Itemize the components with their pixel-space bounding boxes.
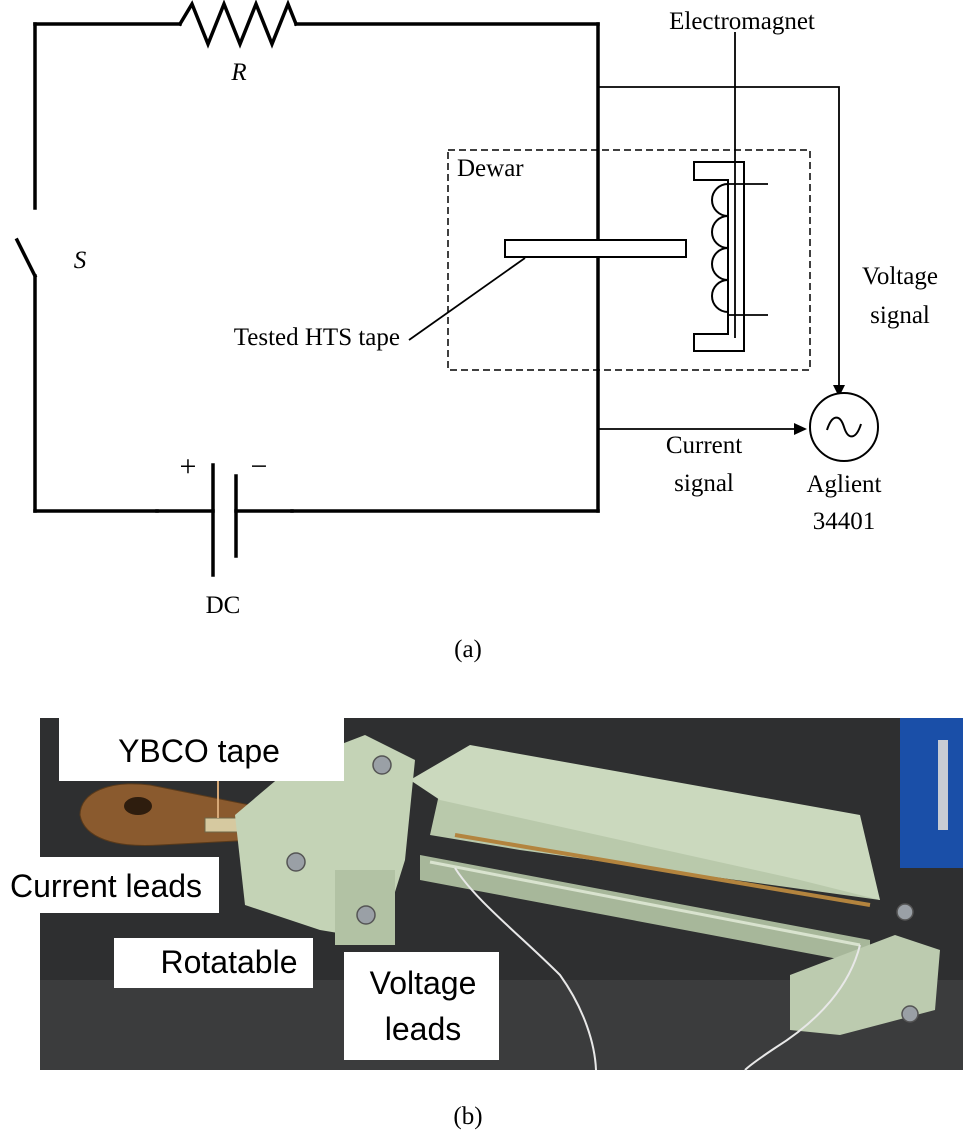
- holder-top-face: [410, 745, 880, 900]
- meter-label-line2: 34401: [813, 508, 876, 535]
- hts-tape: [504, 239, 687, 258]
- copper-hole: [124, 797, 152, 815]
- voltage-signal-label-line1: Voltage: [862, 263, 938, 290]
- blue-frame-slot: [938, 740, 948, 830]
- screw-icon: [372, 755, 392, 775]
- current-signal-label-line1: Current: [666, 432, 742, 459]
- resistor: [177, 0, 299, 49]
- screw-icon: [356, 905, 376, 925]
- ac-wave-icon: [826, 416, 862, 438]
- electromagnet-label: Electromagnet: [669, 8, 815, 35]
- switch: [14, 237, 38, 279]
- tape-label: Tested HTS tape: [234, 324, 400, 351]
- dc-minus-sign: −: [251, 450, 268, 483]
- holder-rod-highlight: [429, 860, 861, 947]
- current-arrowhead: [794, 423, 807, 435]
- rotatable-label-box: [114, 938, 313, 988]
- caption-a: (a): [454, 636, 482, 663]
- caption-b: (b): [453, 1103, 482, 1130]
- voltage-lead-wire: [454, 867, 597, 1071]
- screw-icon: [901, 1005, 919, 1023]
- voltage-signal-wire: [598, 86, 840, 387]
- electromagnet-core: [693, 161, 745, 352]
- circuit-schematic: R S Electromagnet Dewar Tested HTS tape …: [14, 0, 938, 663]
- screw-icon: [896, 903, 914, 921]
- voltage-lead-wire: [744, 944, 861, 1071]
- blue-frame: [900, 718, 963, 868]
- switch-label: S: [74, 247, 87, 274]
- tape-leader-line: [408, 257, 526, 341]
- dewar-label: Dewar: [457, 155, 524, 182]
- electromagnet-coil: [711, 183, 729, 313]
- voltage-leads-label-line2: leads: [385, 1011, 462, 1047]
- voltage-leads-label-box: [344, 952, 499, 1060]
- ybco-label: YBCO tape: [118, 733, 280, 769]
- voltage-signal-label-line2: signal: [870, 302, 930, 329]
- holder-copper-strip: [454, 833, 871, 907]
- voltage-leads-label-line1: Voltage: [370, 965, 477, 1001]
- current-leads-label: Current leads: [10, 868, 202, 904]
- dc-label: DC: [206, 592, 241, 619]
- dewar-box: [447, 149, 811, 371]
- rotatable-label: Rotatable: [161, 944, 298, 980]
- voltage-arrowhead: [833, 385, 845, 397]
- resistor-label: R: [230, 59, 246, 86]
- dc-plus-sign: +: [180, 450, 197, 483]
- current-signal-label-line2: signal: [674, 470, 734, 497]
- sample-holder-photo: YBCO tape Current leads Rotatable Voltag…: [0, 718, 963, 1130]
- meter-label-line1: Aglient: [807, 471, 882, 498]
- ybco-label-box: [59, 718, 344, 781]
- screw-icon: [286, 852, 306, 872]
- current-leads-label-box: [0, 857, 219, 913]
